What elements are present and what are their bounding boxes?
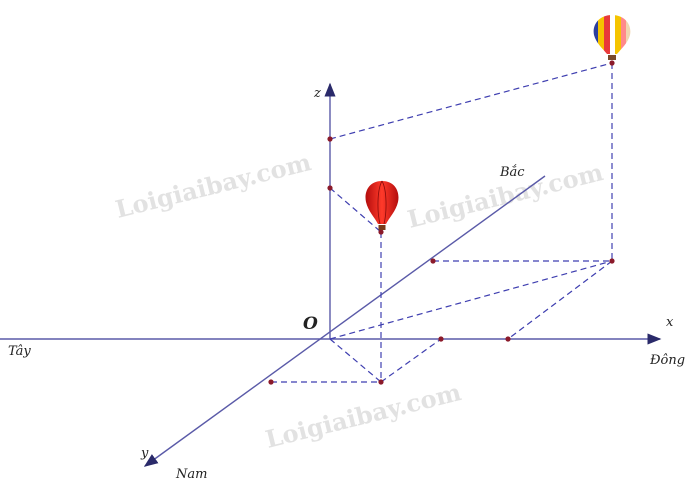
red-hot-air-balloon-icon bbox=[365, 180, 399, 230]
construction-lines bbox=[271, 62, 613, 383]
point-striped-projection bbox=[609, 258, 615, 264]
west-label: Tây bbox=[8, 344, 31, 359]
y-axis-label: y bbox=[140, 446, 149, 461]
point-x-far bbox=[505, 336, 511, 342]
south-label: Nam bbox=[175, 467, 207, 482]
point-z-high bbox=[327, 136, 333, 142]
y-axis-line bbox=[143, 175, 546, 467]
striped-hot-air-balloon-icon bbox=[593, 15, 631, 60]
point-red-balloon bbox=[378, 229, 384, 235]
points bbox=[268, 60, 615, 385]
x-axis-label: x bbox=[666, 315, 674, 330]
point-x-near bbox=[438, 336, 444, 342]
point-striped-balloon bbox=[609, 60, 615, 66]
watermark-text: Loigiaibay.com bbox=[262, 377, 464, 454]
origin-label: O bbox=[303, 314, 318, 334]
point-north-axis bbox=[430, 258, 436, 264]
point-z-low bbox=[327, 185, 333, 191]
z-axis-label: z bbox=[313, 86, 321, 101]
watermark-text: Loigiaibay.com bbox=[112, 147, 314, 224]
north-label: Bắc bbox=[499, 164, 525, 180]
point-red-projection bbox=[378, 379, 384, 385]
point-y-axis bbox=[268, 379, 274, 385]
east-label: Đông bbox=[649, 353, 685, 368]
